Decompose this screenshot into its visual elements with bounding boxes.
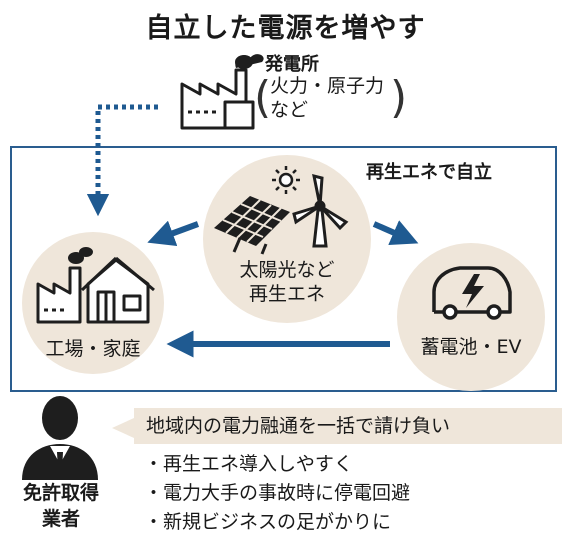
storage-label: 蓄電池・EV: [420, 336, 522, 358]
sun-icon: [272, 166, 300, 194]
region-title: 再生エネで自立: [366, 162, 492, 183]
benefit-list: 再生エネ導入しやすく 電力大手の事故時に停電回避 新規ビジネスの足がかりに: [144, 450, 410, 537]
operator-label-line: 業者: [41, 508, 80, 530]
wind-turbine-icon: [292, 173, 349, 248]
grid-supply-arrow: [86, 104, 158, 217]
benefit-item: 再生エネ導入しやすく: [144, 450, 410, 479]
arrow-renewable-to-home: [147, 220, 200, 247]
benefit-item: 電力大手の事故時に停電回避: [144, 479, 410, 508]
factory-icon: [36, 247, 93, 324]
businessman-icon: [22, 396, 98, 480]
renewable-label-line: 太陽光など: [239, 259, 335, 281]
paren-left: (: [254, 72, 272, 123]
factory-icon: [180, 54, 264, 130]
renewable-label: 太陽光など 再生エネ: [203, 258, 371, 306]
power-plant-note-line: など: [270, 99, 309, 121]
home-label: 工場・家庭: [45, 338, 141, 360]
operator-role-callout: 地域内の電力融通を一括で請け負い: [134, 408, 562, 444]
renewable-label-line: 再生エネ: [248, 283, 325, 305]
paren-right: ): [390, 72, 408, 123]
region-frame: [10, 146, 557, 392]
power-plant-label: 発電所: [265, 54, 319, 75]
arrow-renewable-to-storage: [372, 220, 419, 245]
power-plant-note-line: 火力・原子力: [270, 75, 385, 97]
solar-panel-icon: [214, 196, 290, 255]
operator-label-line: 免許取得: [22, 482, 99, 504]
electric-car-icon: [432, 266, 512, 320]
diagram-title: 自立した電源を増やす: [145, 13, 426, 44]
benefit-item: 新規ビジネスの足がかりに: [144, 508, 410, 537]
callout-pointer: [112, 418, 134, 438]
operator-label: 免許取得 業者: [6, 480, 116, 532]
house-icon: [80, 256, 155, 324]
